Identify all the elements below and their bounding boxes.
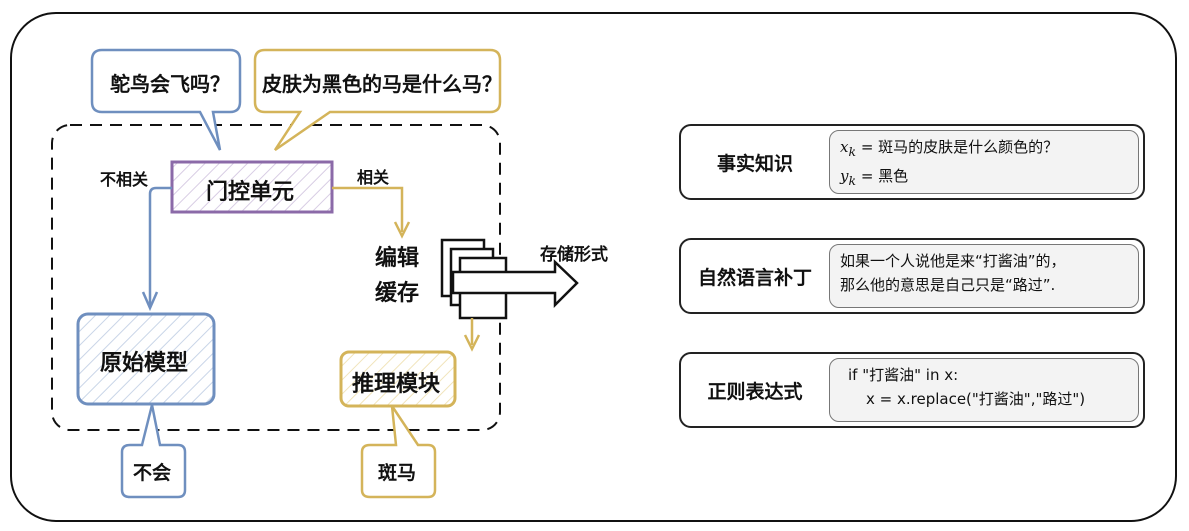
reasoning-module-answer: 斑马 [378,462,417,484]
reasoning-module-label: 推理模块 [352,372,441,397]
edit-cache-label-line2: 缓存 [375,281,420,306]
fact-answer-text: = 黑色 [860,167,909,185]
irrelevant-arrow-line [148,186,172,305]
ostrich-question-bubble [90,48,242,151]
fact-knowledge-content: xk = 斑马的皮肤是什么颜色的？ yk = 黑色 [829,130,1139,194]
storage-form-title: 自然语言补丁 [697,266,812,289]
zebra-question-bubble [253,48,502,152]
cache-to-reasoning-arrowhead-icon [463,334,481,352]
regex-content: if "打酱油" in x: x = x.replace("打酱油","路过") [829,358,1139,422]
regex-line1: if "打酱油" in x: [848,366,959,384]
relevant-arrow-line [332,186,404,232]
original-answer-bubble [120,404,187,499]
fact-y-sub: k [848,173,857,188]
storage-form-title: 事实知识 [716,152,793,175]
relevant-label: 相关 [357,168,390,187]
nl-patch-line1: 如果一个人说他是来“打酱油”的， [840,252,1066,270]
zebra-question-text: 皮肤为黑色的马是什么马？ [262,72,502,96]
nl-patch-line2: 那么他的意思是自己只是“路过”. [840,276,1056,294]
ostrich-question-text: 鸵鸟会飞吗？ [110,72,230,96]
fact-y-var: y [840,167,849,185]
edit-cache-label-line1: 编辑 [375,246,420,271]
irrelevant-arrowhead-icon [141,291,159,312]
storage-form-card-fact: 事实知识 xk = 斑马的皮肤是什么颜色的？ yk = 黑色 [679,124,1145,200]
fact-x-var: x [840,138,849,156]
fact-x-sub: k [848,144,857,159]
storage-form-title: 正则表达式 [707,380,803,403]
storage-form-card-nl-patch: 自然语言补丁 如果一个人说他是来“打酱油”的， 那么他的意思是自己只是“路过”. [679,238,1145,314]
dashed-system-boundary [51,124,501,431]
original-model-answer: 不会 [133,462,172,484]
gate-unit-label: 门控单元 [206,180,295,205]
outer-frame [10,12,1177,522]
reasoning-answer-bubble [360,405,437,499]
original-model-label: 原始模型 [100,351,189,376]
relevant-arrowhead-icon [393,221,411,239]
regex-line2: x = x.replace("打酱油","路过") [866,390,1086,408]
storage-form-card-regex: 正则表达式 if "打酱油" in x: x = x.replace("打酱油"… [679,352,1145,428]
reasoning-module-box [339,350,457,408]
nl-patch-content: 如果一个人说他是来“打酱油”的， 那么他的意思是自己只是“路过”. [829,244,1139,308]
irrelevant-label: 不相关 [100,170,149,189]
storage-form-arrow-icon [451,259,579,309]
original-model-box [76,312,216,406]
storage-form-label: 存储形式 [540,245,608,265]
fact-question-text: = 斑马的皮肤是什么颜色的？ [860,138,1059,156]
